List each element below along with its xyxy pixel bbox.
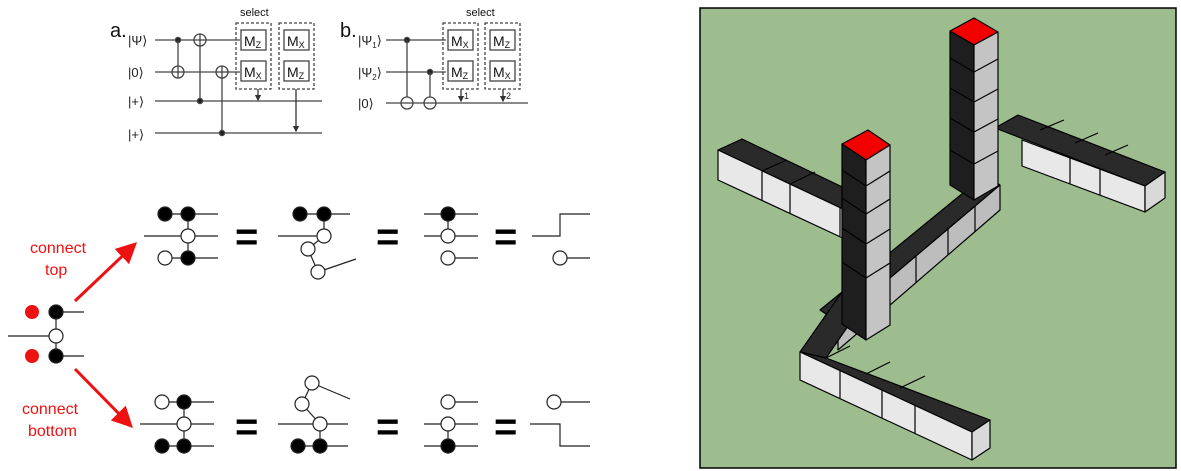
bottom-step-2 xyxy=(278,375,351,454)
white-node xyxy=(552,250,568,266)
red-node xyxy=(25,305,39,319)
white-node xyxy=(440,228,456,244)
measurement-box-1 xyxy=(235,22,272,90)
bottom-step-4 xyxy=(530,394,590,447)
top-step-1 xyxy=(144,206,218,266)
ket-psi2: |Ψ2⟩ xyxy=(358,65,382,82)
black-node xyxy=(316,206,332,222)
equals-sign: = xyxy=(494,215,517,259)
outcome-label: 1 xyxy=(464,91,469,101)
top-step-2 xyxy=(278,206,357,280)
meas-label: MX xyxy=(451,33,469,50)
equals-sign: = xyxy=(494,405,517,449)
black-node xyxy=(180,250,196,266)
pillar-tall xyxy=(949,17,999,201)
bottom-step-3 xyxy=(424,394,478,454)
equals-sign: = xyxy=(376,405,399,449)
control-dot xyxy=(218,129,226,137)
measurement-box-1 xyxy=(442,22,479,90)
white-node xyxy=(440,394,456,410)
black-node xyxy=(290,438,306,454)
white-node xyxy=(48,328,64,344)
measurement-box-2 xyxy=(278,22,315,90)
black-node xyxy=(176,394,192,410)
black-node xyxy=(180,206,196,222)
equals-sign: = xyxy=(235,405,258,449)
meas-label: MZ xyxy=(451,64,469,81)
pillar-short xyxy=(841,129,891,341)
circuit-b: b. select |Ψ1⟩ |Ψ2⟩ |0⟩ MX MZ MZ MX 1 2 xyxy=(340,7,528,111)
circuit-b-label: b. xyxy=(340,20,357,42)
black-node xyxy=(48,304,64,320)
meas-label: MZ xyxy=(493,33,511,50)
black-node xyxy=(440,438,456,454)
source-graph xyxy=(8,304,84,364)
black-node xyxy=(154,438,170,454)
ket-plus-1: |+⟩ xyxy=(128,94,144,109)
white-node xyxy=(154,394,170,410)
circuit-a-select-label: select xyxy=(240,7,269,19)
white-node xyxy=(310,264,326,280)
black-node xyxy=(440,206,456,222)
black-node xyxy=(176,438,192,454)
white-node xyxy=(294,396,310,412)
black-node xyxy=(312,438,328,454)
top-step-3 xyxy=(424,206,478,266)
arm-right xyxy=(994,114,1166,213)
meas-label: MX xyxy=(287,33,305,50)
control-dot xyxy=(196,97,204,105)
measurement-box-2 xyxy=(484,22,521,90)
arm-upper-left xyxy=(717,138,881,248)
ket-plus-2: |+⟩ xyxy=(128,127,144,142)
meas-label: MZ xyxy=(244,33,262,50)
ket-zero: |0⟩ xyxy=(128,65,144,80)
black-node xyxy=(48,348,64,364)
white-node xyxy=(176,416,192,432)
white-node xyxy=(316,228,332,244)
connect-top-arrow xyxy=(73,242,138,303)
white-node xyxy=(180,228,196,244)
white-node xyxy=(312,416,328,432)
circuit-a-label: a. xyxy=(110,20,127,42)
lattice-panel xyxy=(699,7,1177,469)
black-node xyxy=(157,206,173,222)
equals-sign: = xyxy=(376,215,399,259)
meas-label: MX xyxy=(493,64,511,81)
top-step-4 xyxy=(532,213,590,266)
white-node xyxy=(440,416,456,432)
meas-label: MZ xyxy=(287,64,305,81)
white-node xyxy=(546,394,562,410)
meas-label: MX xyxy=(244,64,262,81)
white-node xyxy=(440,250,456,266)
white-node xyxy=(157,250,173,266)
circuit-b-select-label: select xyxy=(466,7,495,19)
white-node xyxy=(304,375,320,391)
equals-sign: = xyxy=(235,215,258,259)
outcome-label: 2 xyxy=(506,91,511,101)
red-node xyxy=(25,349,39,363)
white-node xyxy=(300,241,316,257)
ket-psi1: |Ψ1⟩ xyxy=(358,33,382,50)
connect-bottom-arrow xyxy=(73,367,133,428)
circuit-a: a. select |Ψ⟩ |0⟩ |+⟩ |+⟩ MZ MX xyxy=(110,7,322,142)
bottom-step-1 xyxy=(140,394,214,454)
ket-zero-b: |0⟩ xyxy=(358,96,374,111)
ket-psi: |Ψ⟩ xyxy=(128,33,147,48)
black-node xyxy=(292,206,308,222)
